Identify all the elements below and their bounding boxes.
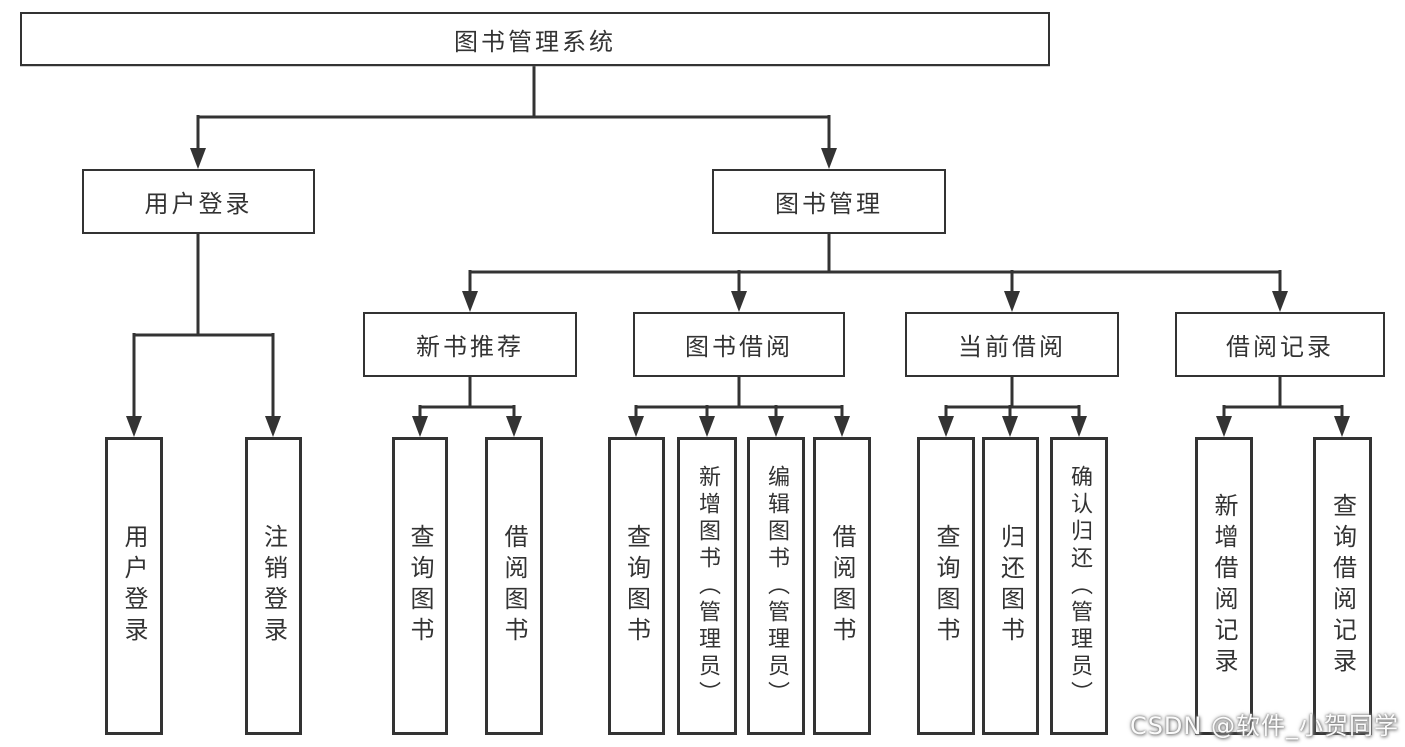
leaf-query-book-recommend: 查询图书 <box>392 437 448 735</box>
leaf-user-login: 用户登录 <box>105 437 163 735</box>
node-borrow-records: 借阅记录 <box>1175 312 1385 377</box>
leaf-label: 注销登录 <box>259 524 288 648</box>
leaf-logout: 注销登录 <box>245 437 302 735</box>
leaf-add-borrow-record: 新增借阅记录 <box>1195 437 1253 735</box>
csdn-watermark: CSDN @软件_小贺同学 <box>1129 712 1399 740</box>
leaf-borrow-book: 借阅图书 <box>813 437 871 735</box>
leaf-confirm-return-admin: 确认归还（管理员） <box>1050 437 1108 735</box>
leaf-add-book-admin: 新增图书（管理员） <box>677 437 737 735</box>
node-book-borrow: 图书借阅 <box>633 312 845 377</box>
leaf-label: 用户登录 <box>120 524 148 648</box>
leaf-query-book-borrow: 查询图书 <box>608 437 665 735</box>
node-label: 用户登录 <box>144 190 253 218</box>
leaf-borrow-book-recommend: 借阅图书 <box>485 437 543 735</box>
node-user-login: 用户登录 <box>82 169 315 234</box>
node-book-management: 图书管理 <box>712 169 946 234</box>
node-label: 借阅记录 <box>1226 333 1334 361</box>
leaf-label: 查询借阅记录 <box>1328 493 1357 679</box>
node-new-book-recommend: 新书推荐 <box>363 312 577 377</box>
leaf-label: 新增图书（管理员） <box>695 464 720 708</box>
node-library-management-system: 图书管理系统 <box>20 12 1050 66</box>
leaf-label: 查询图书 <box>932 524 960 648</box>
node-current-borrow: 当前借阅 <box>905 312 1119 377</box>
leaf-label: 新增借阅记录 <box>1210 493 1238 679</box>
leaf-return-book: 归还图书 <box>982 437 1039 735</box>
node-label: 新书推荐 <box>416 333 524 361</box>
node-label: 图书管理系统 <box>454 27 616 56</box>
node-label: 图书借阅 <box>685 333 793 361</box>
leaf-label: 归还图书 <box>996 524 1025 648</box>
leaf-label: 查询图书 <box>406 524 434 648</box>
leaf-label: 借阅图书 <box>828 524 856 648</box>
node-label: 当前借阅 <box>958 333 1066 361</box>
node-label: 图书管理 <box>775 190 883 218</box>
leaf-query-book-current: 查询图书 <box>917 437 975 735</box>
leaf-label: 编辑图书（管理员） <box>764 464 789 708</box>
leaf-label: 借阅图书 <box>500 524 528 648</box>
leaf-query-borrow-record: 查询借阅记录 <box>1313 437 1372 735</box>
leaf-label: 确认归还（管理员） <box>1067 464 1092 708</box>
leaf-edit-book-admin: 编辑图书（管理员） <box>747 437 805 735</box>
leaf-label: 查询图书 <box>622 524 651 648</box>
